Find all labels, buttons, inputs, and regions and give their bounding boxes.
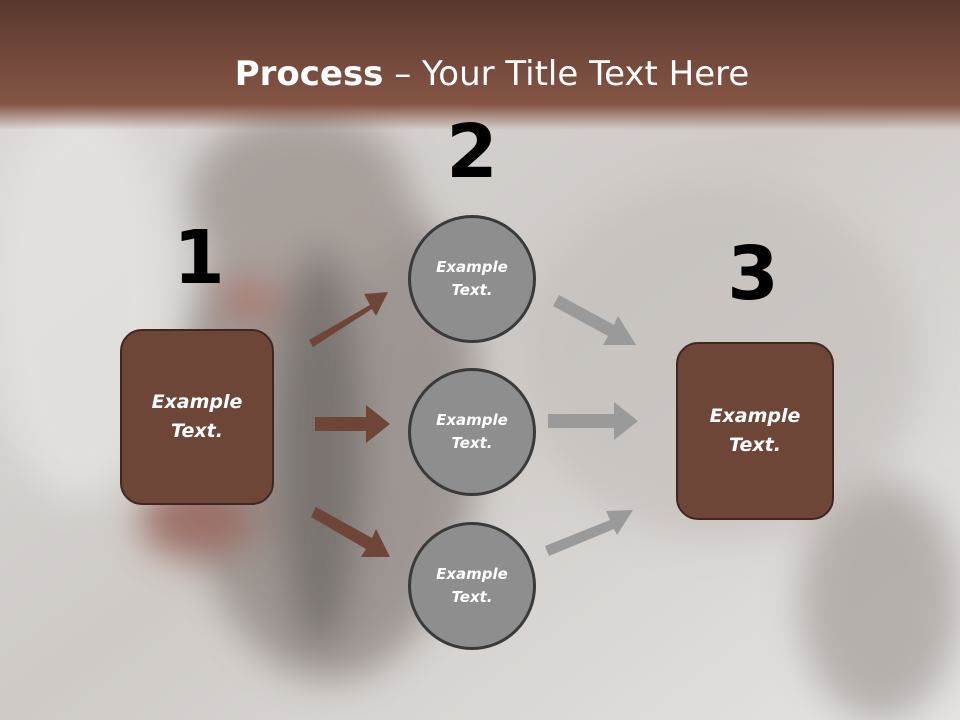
title-bar	[0, 0, 960, 130]
arrow-bottom-to-right	[545, 510, 633, 556]
step-number-2: 2	[446, 109, 498, 195]
right-box: Example Text.	[676, 342, 834, 520]
arrow-left-to-top	[309, 292, 388, 347]
left-box-label: Example Text.	[151, 391, 243, 442]
circle-top: Example Text.	[408, 215, 536, 343]
right-box-label: Example Text.	[709, 405, 801, 456]
slide-title: Process – Your Title Text Here	[0, 52, 960, 96]
title-bold: Process	[234, 54, 384, 94]
circle-bottom-label: Example Text.	[436, 565, 508, 606]
arrow-left-to-middle	[315, 405, 390, 443]
circle-middle: Example Text.	[408, 368, 536, 496]
arrow-middle-to-right	[548, 402, 638, 440]
arrow-top-to-right	[553, 295, 636, 345]
arrow-left-to-bottom	[311, 507, 390, 557]
step-number-1: 1	[173, 215, 225, 301]
circle-bottom: Example Text.	[408, 522, 536, 650]
title-rest: – Your Title Text Here	[383, 54, 750, 94]
circle-middle-label: Example Text.	[436, 411, 508, 452]
left-box: Example Text.	[120, 329, 274, 505]
step-number-3: 3	[727, 231, 779, 317]
circle-top-label: Example Text.	[436, 258, 508, 299]
